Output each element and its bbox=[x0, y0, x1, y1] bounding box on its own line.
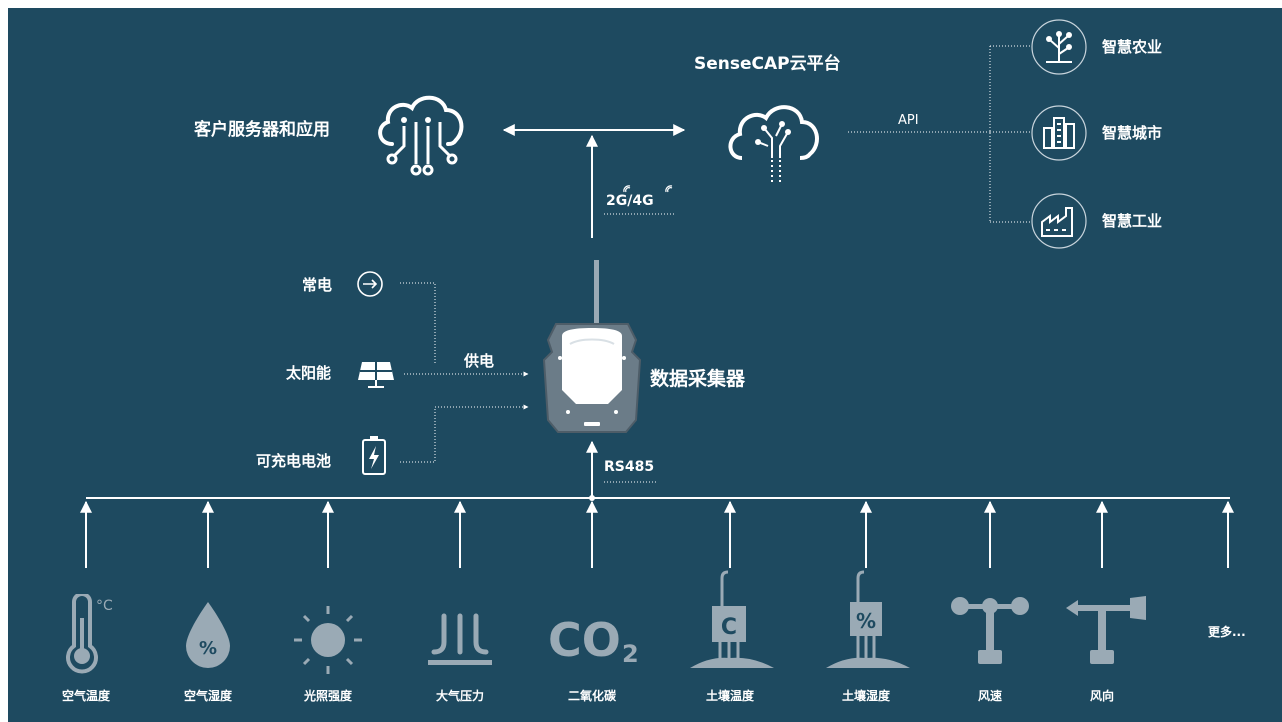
thermometer-icon: °C bbox=[66, 594, 113, 674]
customer-server-label: 客户服务器和应用 bbox=[194, 120, 330, 140]
rs485-label: RS485 bbox=[604, 459, 655, 475]
network-label: 2G/4G bbox=[606, 193, 654, 209]
svg-text:%: % bbox=[856, 609, 876, 633]
svg-text:°C: °C bbox=[96, 598, 113, 614]
sun-icon bbox=[294, 606, 362, 674]
pressure-icon bbox=[428, 613, 492, 665]
power-source-solar: 太阳能 bbox=[286, 364, 332, 382]
app-label-agriculture: 智慧农业 bbox=[1102, 38, 1163, 56]
sensor-label-air-humidity: 空气湿度 bbox=[183, 689, 232, 703]
sensor-label-co2: 二氧化碳 bbox=[567, 689, 616, 703]
diagram-panel: 客户服务器和应用 SenseCAP云平台 API 智慧农业 bbox=[8, 8, 1282, 722]
app-label-industry: 智慧工业 bbox=[1102, 212, 1163, 230]
more-sensors-label: 更多... bbox=[1208, 625, 1246, 639]
humidity-drop-icon: % bbox=[186, 602, 230, 668]
sensor-label-wind-direction: 风向 bbox=[1089, 689, 1114, 703]
factory-icon bbox=[1031, 193, 1087, 249]
api-label: API bbox=[898, 113, 919, 128]
sensor-label-air-pressure: 大气压力 bbox=[435, 689, 484, 703]
anemometer-icon bbox=[951, 597, 1029, 664]
soil-moisture-icon: % bbox=[826, 570, 910, 668]
signal-icon bbox=[665, 185, 673, 193]
svg-text:CO: CO bbox=[548, 613, 621, 667]
cloud-platform-icon bbox=[728, 105, 819, 182]
sensor-label-soil-temperature: 土壤温度 bbox=[705, 689, 754, 703]
soil-temperature-icon: C bbox=[690, 570, 774, 668]
power-supply-label: 供电 bbox=[464, 352, 495, 370]
power-source-battery: 可充电电池 bbox=[256, 452, 332, 470]
signal-icon bbox=[623, 185, 631, 193]
data-collector-device-icon bbox=[542, 260, 642, 433]
cloud-server-icon bbox=[378, 95, 464, 176]
agriculture-icon bbox=[1031, 19, 1087, 75]
sensor-label-light-intensity: 光照强度 bbox=[303, 689, 352, 703]
sensor-label-soil-moisture: 土壤湿度 bbox=[841, 689, 890, 703]
solar-panel-icon bbox=[358, 362, 394, 388]
mains-power-icon bbox=[357, 271, 383, 297]
battery-icon bbox=[362, 436, 386, 475]
co2-icon: CO 2 bbox=[548, 613, 639, 668]
svg-text:%: % bbox=[199, 638, 217, 659]
sensor-label-wind-speed: 风速 bbox=[977, 689, 1002, 703]
wind-vane-icon bbox=[1066, 596, 1146, 664]
svg-text:C: C bbox=[721, 615, 737, 640]
collector-label: 数据采集器 bbox=[650, 368, 746, 390]
cloud-platform-title: SenseCAP云平台 bbox=[694, 54, 841, 74]
connector-lines bbox=[80, 45, 1234, 568]
power-source-mains: 常电 bbox=[302, 276, 333, 294]
city-icon bbox=[1031, 105, 1087, 161]
svg-text:2: 2 bbox=[622, 640, 639, 668]
app-label-city: 智慧城市 bbox=[1102, 124, 1163, 142]
sensor-label-air-temperature: 空气温度 bbox=[61, 689, 110, 703]
